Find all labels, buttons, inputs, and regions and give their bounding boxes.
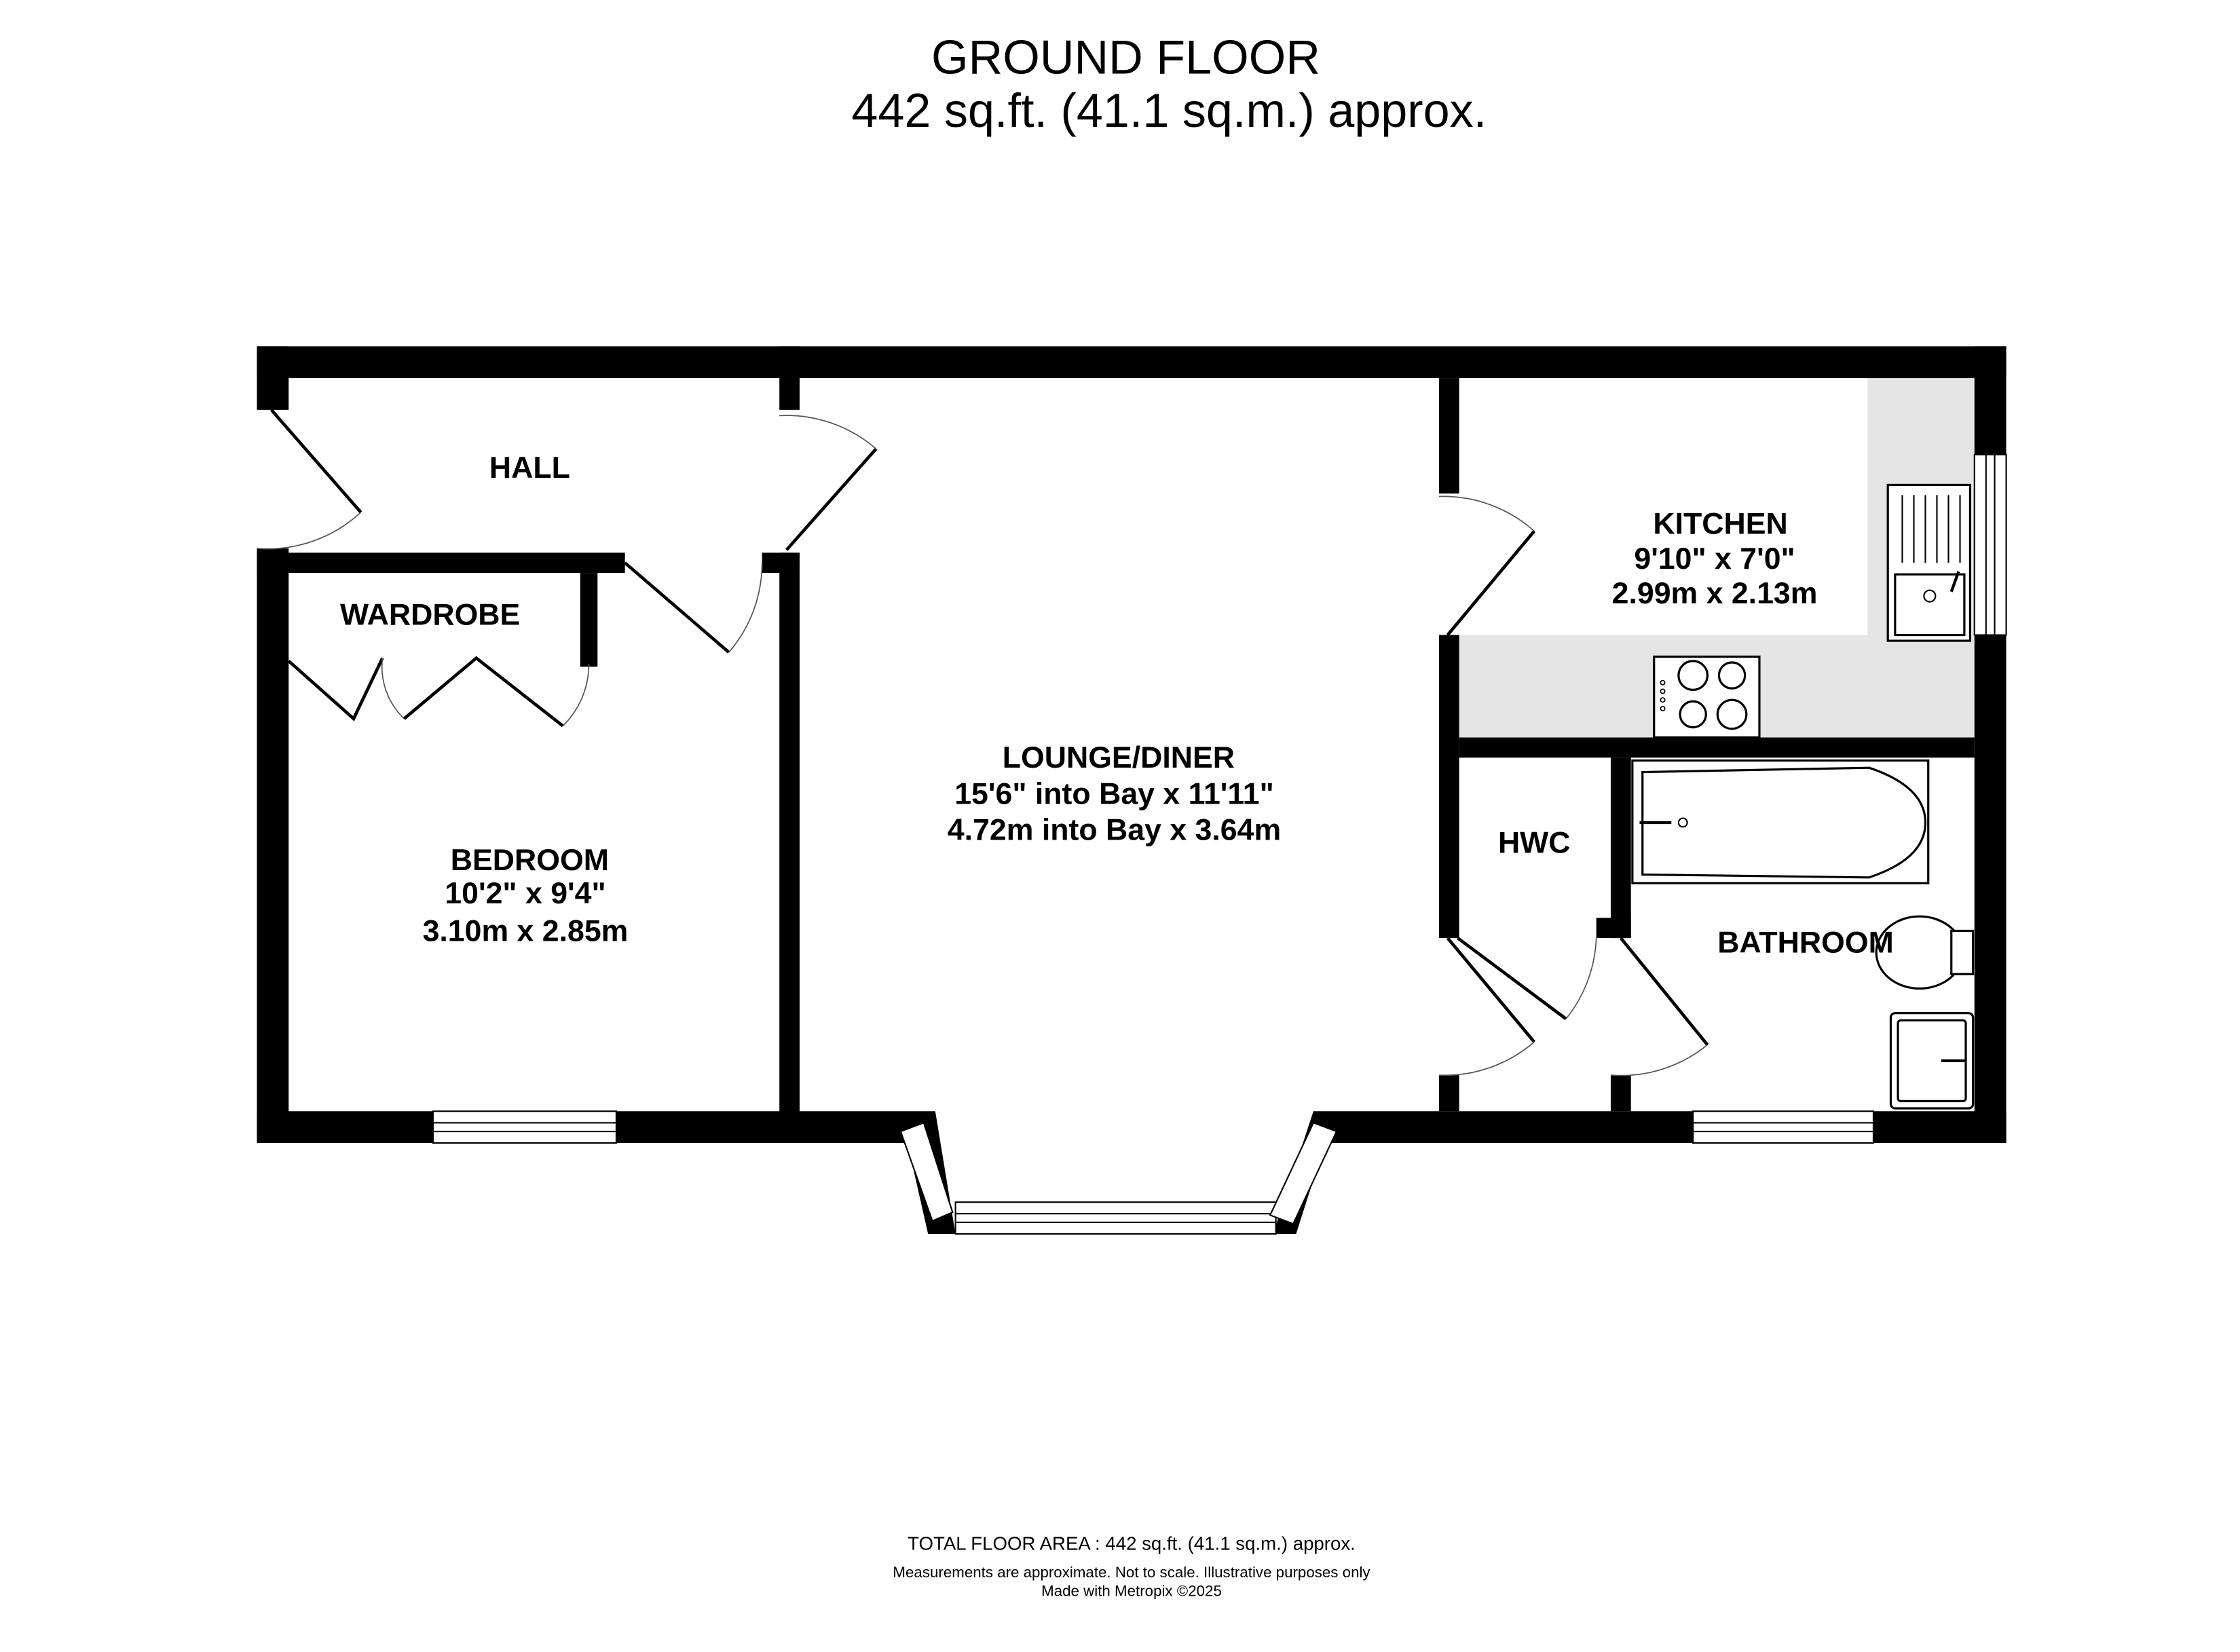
room-size-metric: 3.10m x 2.85m	[423, 914, 629, 947]
basin	[1889, 1012, 1975, 1110]
total-floor-area: TOTAL FLOOR AREA : 442 sq.ft. (41.1 sq.m…	[908, 1533, 1356, 1554]
floor-title: GROUND FLOOR	[931, 30, 1320, 83]
doors	[257, 409, 1709, 1076]
room-name: KITCHEN	[1653, 508, 1787, 541]
room-hwc-label: HWC	[1498, 827, 1571, 860]
room-kitchen: KITCHEN 9'10" x 7'0" 2.99m x 2.13m	[1612, 508, 1818, 610]
room-size-imperial: 9'10" x 7'0"	[1634, 542, 1795, 576]
room-lounge-diner: LOUNGE/DINER 15'6" into Bay x 11'11" 4.7…	[948, 741, 1281, 846]
kitchen-sink	[1886, 483, 1971, 642]
floor-area: 442 sq.ft. (41.1 sq.m.) approx.	[851, 83, 1487, 137]
room-name: LOUNGE/DINER	[1003, 741, 1235, 774]
room-name: BEDROOM	[451, 844, 609, 877]
room-size-metric: 4.72m into Bay x 3.64m	[948, 814, 1281, 847]
hob	[1653, 655, 1761, 739]
room-size-imperial: 10'2" x 9'4"	[445, 877, 605, 910]
room-size-imperial: 15'6" into Bay x 11'11"	[954, 777, 1274, 810]
toilet	[1875, 915, 1975, 990]
credit: Made with Metropix ©2025	[1041, 1583, 1222, 1600]
windows	[432, 453, 2007, 1235]
disclaimer: Measurements are approximate. Not to sca…	[893, 1564, 1370, 1581]
bathtub	[1631, 759, 1930, 884]
room-bathroom-label: BATHROOM	[1717, 926, 1894, 959]
room-size-metric: 2.99m x 2.13m	[1612, 577, 1818, 610]
room-hall-label: HALL	[489, 451, 570, 485]
room-bedroom: BEDROOM 10'2" x 9'4" 3.10m x 2.85m	[423, 844, 629, 947]
room-wardrobe-label: WARDROBE	[340, 599, 520, 632]
